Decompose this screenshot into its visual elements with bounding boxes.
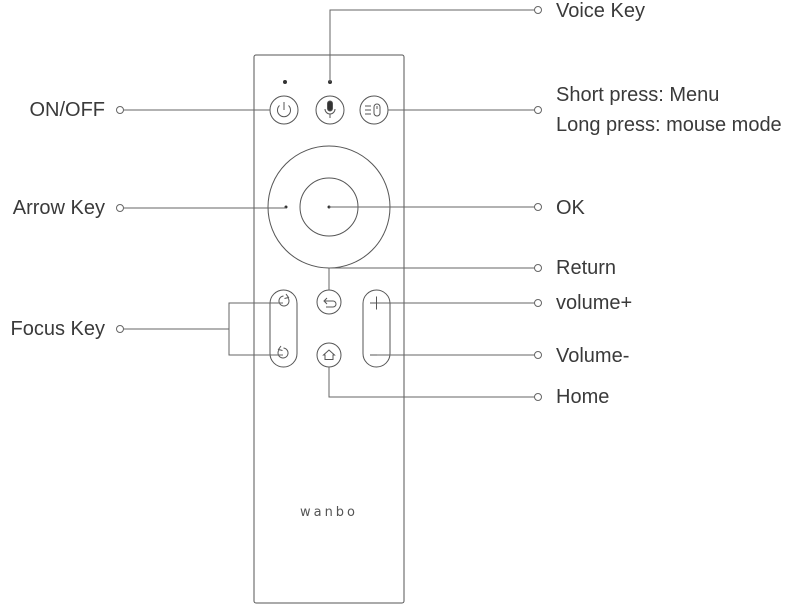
- microphone-icon: [324, 100, 336, 118]
- menu-short-press-label: Short press: Menu: [556, 84, 720, 106]
- volume-button: [362, 289, 391, 368]
- power-indicator-dot: [283, 80, 287, 84]
- remote-body: [253, 54, 405, 604]
- callout-markers: [116, 6, 542, 401]
- ok-label: OK: [556, 197, 585, 219]
- return-label: Return: [556, 257, 617, 279]
- home-label: Home: [556, 386, 610, 408]
- focus-plus-icon: [278, 295, 290, 307]
- on-off-label: ON/OFF: [29, 99, 105, 121]
- brand-logo: wanbo: [300, 505, 358, 520]
- voice-button: [315, 95, 345, 125]
- voice-key-label: Voice Key: [556, 0, 645, 22]
- home-button: [316, 342, 342, 368]
- arrow-key-label: Arrow Key: [12, 197, 105, 219]
- volume-down-label: Volume-: [556, 345, 630, 367]
- volume-up-label: volume+: [556, 292, 633, 314]
- focus-minus-icon: [277, 347, 289, 359]
- return-icon: [323, 297, 337, 308]
- power-icon: [277, 102, 291, 118]
- home-icon: [322, 349, 336, 360]
- menu-long-press-label: Long press: mouse mode: [556, 114, 782, 136]
- leader-lines: [123, 9, 535, 398]
- focus-key-button: [269, 289, 298, 368]
- return-button: [316, 289, 342, 315]
- menu-mouse-icon: [365, 103, 381, 117]
- focus-key-label: Focus Key: [10, 318, 105, 340]
